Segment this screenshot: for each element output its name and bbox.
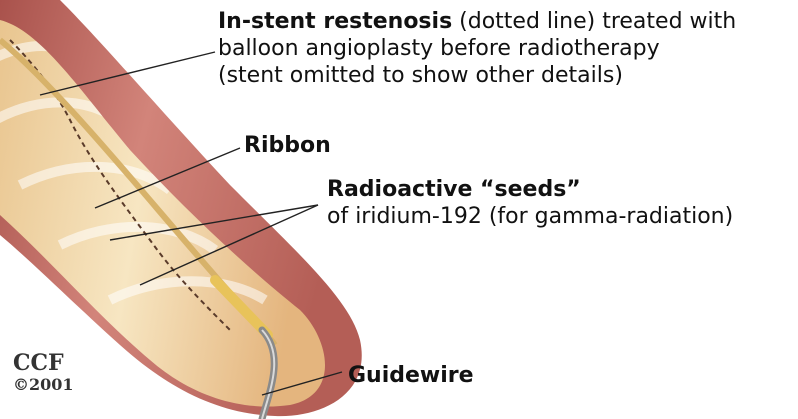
ccf-logo: CCF: [13, 352, 64, 374]
label-guidewire-text: Guidewire: [348, 363, 474, 388]
label-restenosis-line2: balloon angioplasty before radiotherapy: [218, 36, 660, 61]
label-ribbon: Ribbon: [244, 132, 331, 159]
label-ribbon-text: Ribbon: [244, 133, 331, 158]
label-restenosis-text: (dotted line) treated with: [452, 9, 736, 34]
label-restenosis-line3: (stent omitted to show other details): [218, 63, 623, 88]
label-guidewire: Guidewire: [348, 362, 474, 389]
label-seeds: Radioactive “seeds” of iridium-192 (for …: [327, 176, 733, 230]
ccf-copyright: ©2001: [13, 377, 74, 393]
label-restenosis: In-stent restenosis (dotted line) treate…: [218, 8, 736, 89]
label-seeds-line2: of iridium-192 (for gamma-radiation): [327, 204, 733, 229]
label-restenosis-title: In-stent restenosis: [218, 9, 452, 34]
label-seeds-title: Radioactive “seeds”: [327, 177, 581, 202]
